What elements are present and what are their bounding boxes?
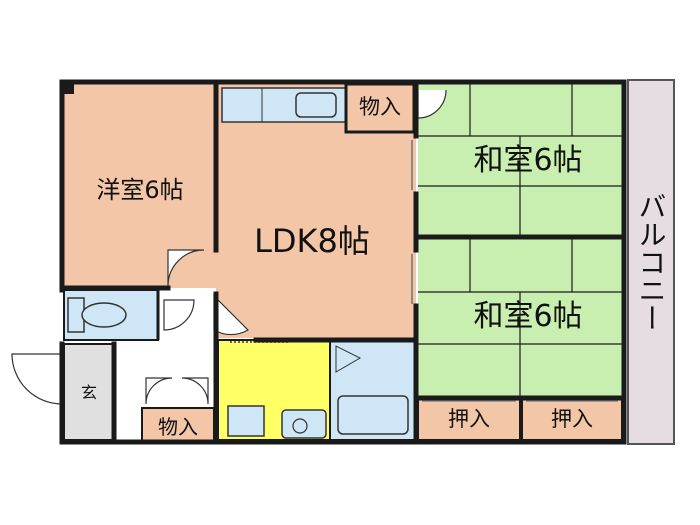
label-closet-right: 押入 <box>551 407 593 431</box>
label-balcony: バルコニー <box>635 192 668 332</box>
balcony-area <box>627 79 675 445</box>
bathtub-icon <box>337 395 409 435</box>
label-closet-left: 押入 <box>448 407 490 431</box>
walls <box>59 79 627 445</box>
label-storage-bottom: 物入 <box>158 415 198 439</box>
tatami-lines-1 <box>418 84 622 236</box>
washing-machine-icon <box>227 405 265 437</box>
label-japanese-room-2: 和室6帖 <box>473 299 582 334</box>
label-entrance: 玄 <box>81 383 97 402</box>
label-japanese-room-1: 和室6帖 <box>473 143 582 178</box>
entrance <box>63 343 115 441</box>
label-western-room: 洋室6帖 <box>96 176 183 204</box>
western-room <box>64 84 216 288</box>
door-swings <box>11 89 447 405</box>
sink-icon <box>295 92 337 118</box>
label-ldk: LDK8帖 <box>254 222 370 260</box>
tatami-lines-2 <box>418 238 622 398</box>
label-storage-top: 物入 <box>359 95 401 119</box>
